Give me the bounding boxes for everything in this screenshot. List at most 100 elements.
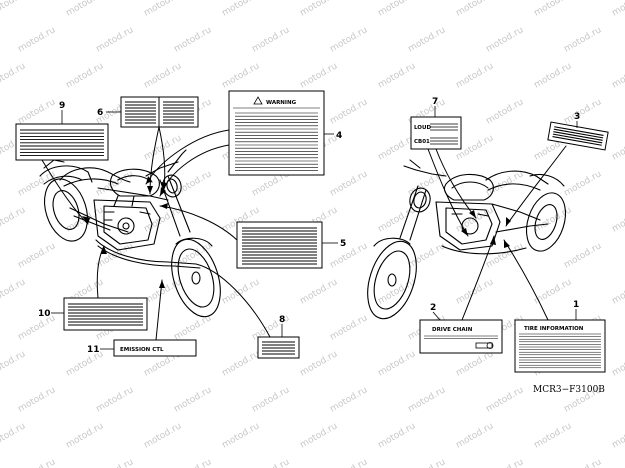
watermark-text: motod.ru	[299, 421, 340, 450]
callout-7: 7	[432, 97, 438, 107]
watermark-text: motod.ru	[485, 457, 526, 468]
watermark-text: motod.ru	[377, 421, 418, 450]
watermark-text: motod.ru	[17, 25, 58, 54]
watermark-text: motod.ru	[407, 457, 448, 468]
watermark-text: motod.ru	[329, 25, 370, 54]
watermark-text: motod.ru	[299, 61, 340, 90]
left-motorcycle	[39, 149, 221, 318]
watermark-text: motod.ru	[17, 385, 58, 414]
watermark-text: motod.ru	[65, 421, 106, 450]
watermark-text: motod.ru	[329, 169, 370, 198]
watermark-text: motod.ru	[0, 0, 27, 19]
watermark-text: motod.ru	[329, 457, 370, 468]
watermark-text: motod.ru	[143, 61, 184, 90]
chain-adjuster-icon	[475, 342, 494, 349]
watermark-text: motod.ru	[65, 0, 106, 19]
callout-1: 1	[573, 300, 579, 310]
label-7-row2: CB01	[414, 139, 430, 145]
watermark-text: motod.ru	[407, 25, 448, 54]
watermark-text: motod.ru	[611, 133, 625, 162]
watermark-text: motod.ru	[299, 277, 340, 306]
callout-11: 11	[87, 345, 100, 355]
right-motorcycle	[367, 159, 567, 320]
watermark-text: motod.ru	[611, 61, 625, 90]
watermark-text: motod.ru	[485, 25, 526, 54]
watermark-text: motod.ru	[485, 385, 526, 414]
callout-8: 8	[279, 315, 285, 325]
watermark-text: motod.ru	[221, 0, 262, 19]
callout-4: 4	[336, 131, 342, 141]
watermark-text: motod.ru	[533, 421, 574, 450]
label-3-lines	[552, 126, 604, 146]
watermark-text: motod.ru	[407, 169, 448, 198]
watermark-text: motod.ru	[455, 0, 496, 19]
watermark-text: motod.ru	[377, 205, 418, 234]
watermark-text: motod.ru	[611, 421, 625, 450]
label-11-text: EMISSION CTL	[120, 347, 164, 353]
watermark-text: motod.ru	[17, 169, 58, 198]
watermark-text: motod.ru	[611, 205, 625, 234]
watermark-text: motod.ru	[533, 277, 574, 306]
warning-triangle-icon	[253, 96, 263, 105]
watermark-text: motod.ru	[563, 25, 604, 54]
label-8-box	[257, 336, 300, 359]
watermark-text: motod.ru	[377, 349, 418, 378]
watermark-text: motod.ru	[407, 241, 448, 270]
watermark-text: motod.ru	[0, 61, 27, 90]
callout-numbers: 1 2 3 4 5 6 7 8 9 10 11	[38, 97, 580, 355]
callout-5: 5	[340, 239, 346, 249]
watermark-text: motod.ru	[221, 421, 262, 450]
watermark-text: motod.ru	[485, 97, 526, 126]
watermark-text: motod.ru	[95, 385, 136, 414]
warning-text: WARNING	[266, 100, 297, 106]
watermark-text: motod.ru	[563, 97, 604, 126]
watermark-text: motod.ru	[533, 0, 574, 19]
watermark-text: motod.ru	[299, 349, 340, 378]
watermark-text: motod.ru	[455, 277, 496, 306]
watermark-text: motod.ru	[329, 313, 370, 342]
tire-info-text: TIRE INFORMATION	[524, 326, 584, 332]
watermark-text: motod.ru	[563, 457, 604, 468]
watermark-text: motod.ru	[173, 313, 214, 342]
watermark-text: motod.ru	[329, 97, 370, 126]
watermark-text: motod.ru	[221, 61, 262, 90]
watermark-text: motod.ru	[17, 457, 58, 468]
watermark-text: motod.ru	[377, 0, 418, 19]
watermark-text: motod.ru	[0, 205, 27, 234]
watermark-text: motod.ru	[95, 457, 136, 468]
arrowheads	[82, 176, 511, 288]
callout-2: 2	[430, 303, 436, 313]
figure-code: MCR3−F3100B	[533, 385, 605, 395]
watermark-text: motod.ru	[533, 61, 574, 90]
watermark-text: motod.ru	[173, 457, 214, 468]
watermark-text: motod.ru	[377, 61, 418, 90]
label-4-header: WARNING	[233, 96, 320, 109]
watermark-text: motod.ru	[407, 385, 448, 414]
watermark-text: motod.ru	[455, 61, 496, 90]
watermark-text: motod.ru	[17, 313, 58, 342]
watermark-text: motod.ru	[0, 277, 27, 306]
watermark-text: motod.ru	[611, 277, 625, 306]
watermark-text: motod.ru	[611, 0, 625, 19]
label-1-box	[514, 319, 606, 373]
callout-10: 10	[38, 309, 51, 319]
callout-9: 9	[59, 101, 65, 111]
watermark-text: motod.ru	[17, 97, 58, 126]
watermark-text: motod.ru	[0, 349, 27, 378]
label-boxes	[15, 90, 609, 373]
watermark-text: motod.ru	[455, 349, 496, 378]
watermark-text: motod.ru	[563, 169, 604, 198]
watermark-text: motod.ru	[329, 241, 370, 270]
watermark-text: motod.ru	[17, 241, 58, 270]
watermark-text: motod.ru	[221, 349, 262, 378]
watermark-text: motod.ru	[143, 277, 184, 306]
watermark-text: motod.ru	[251, 25, 292, 54]
watermark-text: motod.ru	[173, 385, 214, 414]
watermark-text: motod.ru	[299, 0, 340, 19]
label-7-row1: LOUD	[414, 125, 431, 131]
watermark-text: motod.ru	[455, 421, 496, 450]
label-5-box	[236, 221, 323, 269]
watermark-text: motod.ru	[173, 25, 214, 54]
watermark-text: motod.ru	[65, 61, 106, 90]
